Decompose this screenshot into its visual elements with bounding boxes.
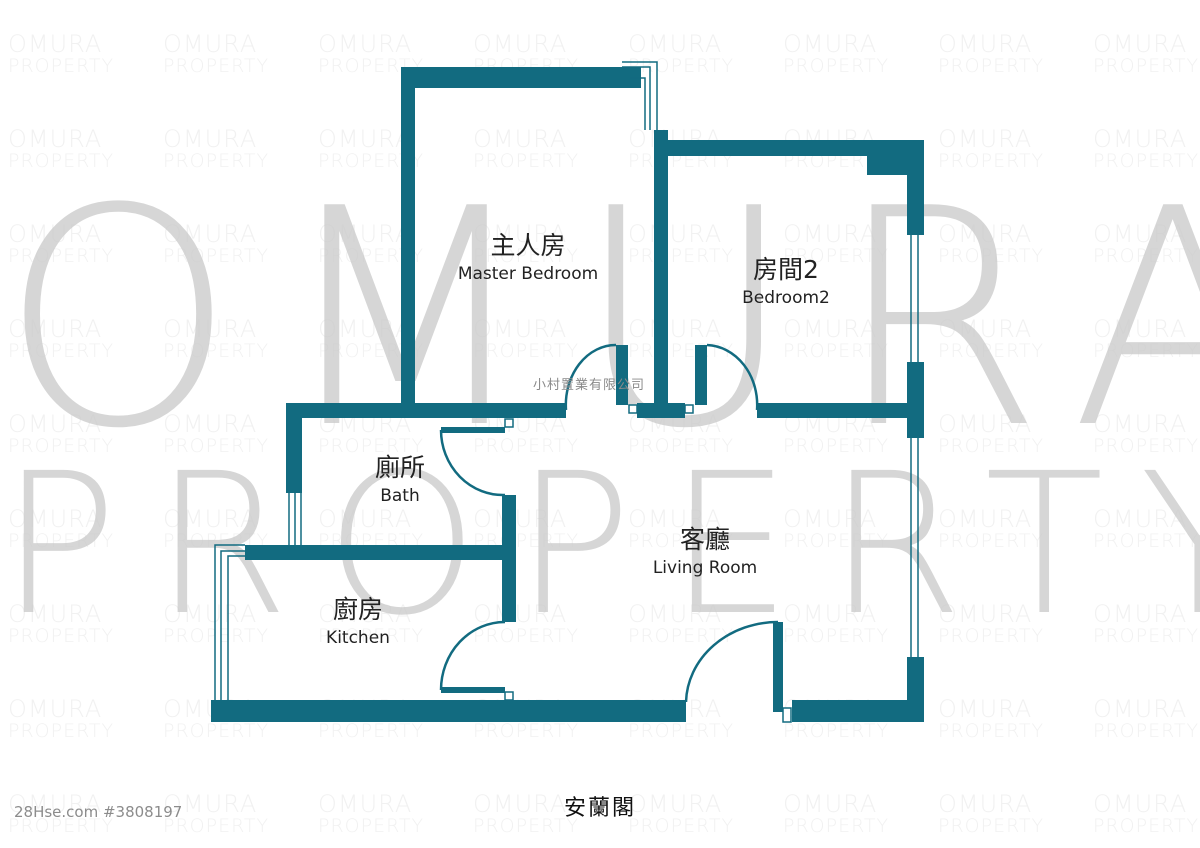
room-label-living-room: 客廳 Living Room [653, 524, 757, 580]
window-kitchen [214, 544, 245, 700]
window-bed2 [910, 235, 919, 362]
room-name-zh: 廚房 [332, 595, 383, 624]
wall-bath-bottom [245, 545, 516, 560]
wall-bed2-top [654, 140, 924, 156]
room-name-en: Bath [380, 486, 420, 506]
room-name-en: Kitchen [326, 628, 390, 648]
wall-master-top [401, 67, 641, 88]
room-name-zh: 主人房 [490, 231, 566, 260]
wall-kitchen-right [502, 560, 516, 622]
room-name-zh: 廁所 [374, 453, 426, 482]
wall-corridor-center [637, 403, 685, 418]
window-bath [288, 493, 302, 545]
door-swings [439, 343, 779, 703]
window-master-corner [622, 61, 658, 130]
wall-kitchen-bottom [211, 700, 686, 722]
room-label-kitchen: 廚房 Kitchen [326, 594, 390, 650]
door-bath-leaf [441, 427, 505, 433]
walls [211, 67, 924, 722]
wall-living-right-lower [907, 657, 924, 722]
room-label-bedroom2: 房間2 Bedroom2 [742, 254, 830, 310]
wall-bed2-bottom [757, 403, 924, 418]
room-name-zh: 客廳 [679, 525, 731, 554]
door-swing-bed2 [706, 343, 759, 411]
room-name-zh: 房間2 [753, 255, 819, 284]
room-label-master-bedroom: 主人房 Master Bedroom [458, 230, 598, 286]
listing-id: 28Hse.com #3808197 [14, 803, 183, 821]
window-living [910, 438, 919, 657]
wall-living-door-jamb [773, 622, 783, 712]
wall-master-right [654, 130, 668, 413]
windows [214, 61, 919, 700]
wall-bath-left [286, 403, 302, 493]
door-hinges [504, 404, 792, 723]
wall-bed2-right-upper [907, 140, 924, 235]
wall-bed2-right-lower [907, 362, 924, 438]
door-swing-master [564, 343, 617, 411]
wall-bed2-door-jamb [695, 345, 707, 405]
wall-master-door-jamb [616, 345, 628, 405]
wall-master-left [401, 67, 415, 410]
door-swing-kitchen [439, 620, 506, 691]
door-swing-bath [439, 429, 506, 497]
building-name: 安蘭閣 [563, 796, 637, 821]
company-name: 小村置業有限公司 [533, 378, 646, 393]
room-name-en: Bedroom2 [742, 288, 830, 308]
room-name-en: Master Bedroom [457, 264, 599, 284]
room-label-bath: 廁所 Bath [375, 452, 425, 508]
room-name-en: Living Room [652, 558, 758, 578]
door-kitchen-leaf [441, 687, 505, 693]
wall-living-bottom [792, 700, 924, 722]
wall-corridor-top [286, 403, 566, 418]
door-swing-living [684, 620, 779, 703]
